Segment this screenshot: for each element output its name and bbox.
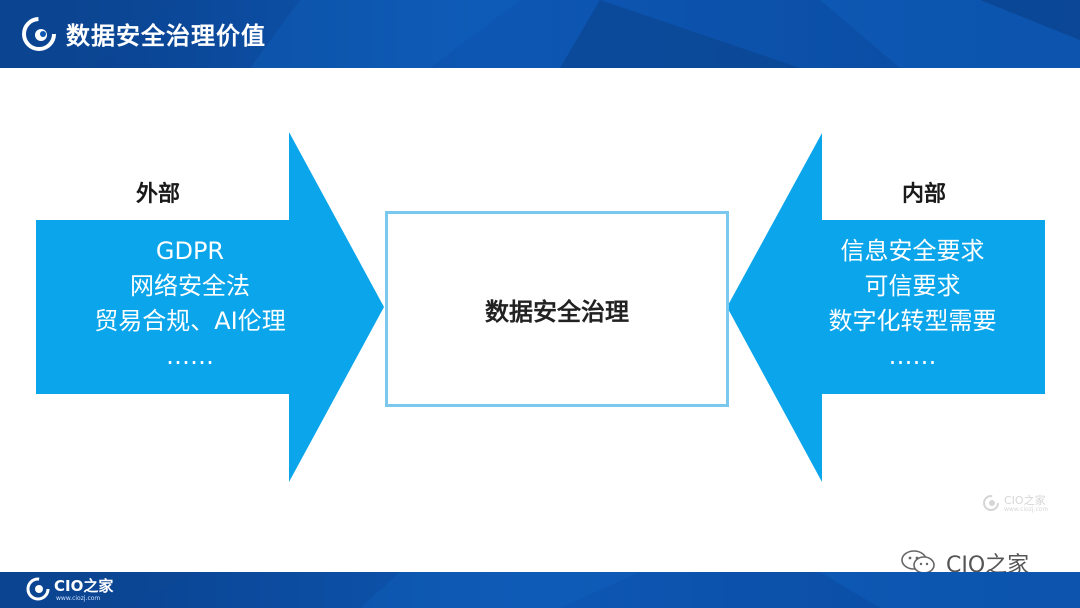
external-item: …… — [166, 342, 214, 370]
footer-pattern — [0, 572, 1080, 608]
internal-item: …… — [888, 342, 937, 370]
page-title: 数据安全治理价值 — [66, 22, 266, 50]
external-item: GDPR — [155, 237, 225, 265]
internal-item: 数字化转型需要 — [828, 307, 997, 335]
internal-label: 内部 — [902, 182, 947, 207]
footer-url: www.ciozj.com — [56, 595, 101, 602]
small-watermark: CIO之家 www.ciozj.com — [982, 492, 1062, 522]
left-arrow — [36, 132, 384, 482]
small-watermark-url: www.ciozj.com — [1004, 506, 1049, 513]
wechat-icon — [901, 550, 935, 574]
footer-bar: CIO之家 www.ciozj.com — [0, 572, 1080, 608]
internal-factors-list: 信息安全要求 可信要求 数字化转型需要 …… — [780, 234, 1045, 374]
external-item: 贸易合规、AI伦理 — [94, 307, 286, 335]
footer-brand: CIO之家 — [54, 577, 114, 595]
cio-footer-logo-icon — [26, 577, 50, 601]
header-pattern — [0, 0, 1080, 68]
external-factors-list: GDPR 网络安全法 贸易合规、AI伦理 …… — [40, 234, 340, 374]
right-arrow — [727, 133, 1045, 482]
cio-logo-icon — [22, 17, 56, 51]
small-watermark-brand: CIO之家 — [1004, 494, 1046, 507]
header-bar: 数据安全治理价值 — [0, 0, 1080, 68]
cio-watermark-icon — [983, 495, 999, 511]
internal-item: 信息安全要求 — [840, 237, 985, 265]
center-label: 数据安全治理 — [485, 297, 629, 326]
internal-item: 可信要求 — [864, 272, 961, 300]
center-box: 数据安全治理 — [385, 211, 729, 407]
external-label: 外部 — [136, 182, 181, 207]
external-item: 网络安全法 — [130, 272, 250, 300]
